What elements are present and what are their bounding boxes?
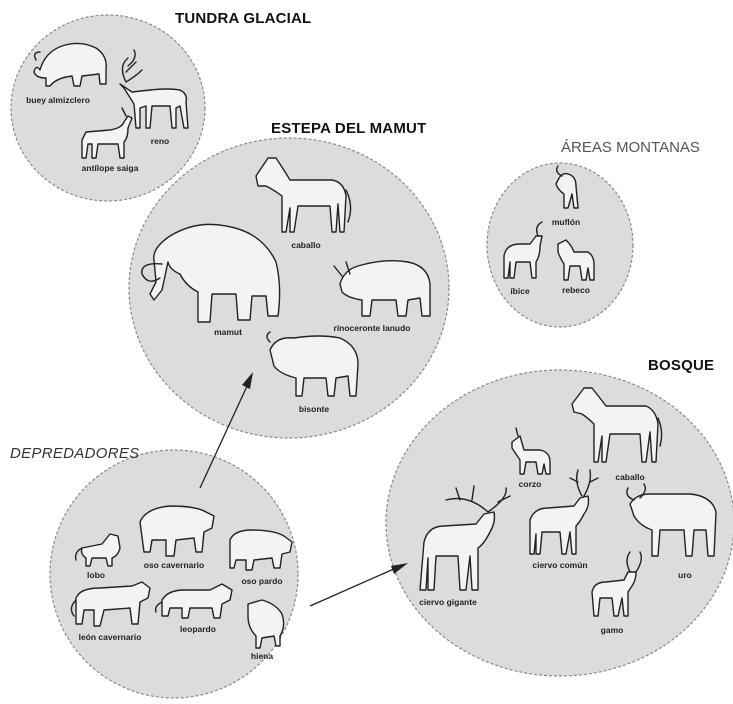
roe-deer-icon (511, 427, 551, 475)
aurochs-icon (626, 483, 717, 557)
arrow-depredadores-to-bosque (309, 563, 408, 607)
brown-bear-icon (229, 529, 293, 571)
label-rebeco: rebeco (562, 285, 590, 295)
label-ibice: íbice (510, 286, 530, 296)
wolf-icon (74, 533, 121, 567)
label-leon-cavernario: león cavernario (78, 632, 142, 642)
label-bisonte: bisonte (298, 404, 330, 414)
bison-icon (266, 331, 359, 397)
label-mamut: mamut (214, 327, 242, 337)
title-estepa-del-mamut: ESTEPA DEL MAMUT (271, 120, 427, 137)
reindeer-icon (119, 49, 189, 129)
label-uro: uro (678, 570, 692, 580)
label-ciervo-comun: ciervo común (532, 560, 588, 570)
arrow-depredadores-to-estepa (199, 372, 253, 489)
label-corzo: corzo (518, 479, 542, 489)
fallow-deer-icon (591, 551, 643, 617)
chamois-icon (557, 239, 595, 281)
label-caballo-bosque: caballo (615, 472, 645, 482)
label-reno: reno (150, 136, 170, 146)
label-leopardo: leopardo (180, 624, 216, 634)
label-caballo-estepa: caballo (291, 240, 321, 250)
label-muflon: muflón (551, 217, 581, 227)
leopard-icon (154, 583, 233, 619)
red-deer-icon (529, 469, 599, 555)
hyena-icon (247, 599, 285, 649)
label-lobo: lobo (87, 570, 105, 580)
label-gamo: gamo (600, 625, 624, 635)
giant-deer-icon (419, 485, 511, 591)
title-tundra-glacial: TUNDRA GLACIAL (175, 10, 312, 27)
region-depredadores (49, 449, 299, 699)
label-buey-almizclero: buey almizclero (26, 95, 90, 105)
mouflon-icon (555, 165, 579, 209)
title-depredadores: DEPREDADORES (10, 445, 140, 462)
label-hiena: hiena (250, 651, 274, 661)
title-areas-montanas: ÁREAS MONTANAS (561, 139, 700, 156)
woolly-rhino-icon (333, 259, 431, 317)
label-ciervo-gigante: ciervo gigante (419, 597, 477, 607)
label-rinoceronte-lanudo: rinoceronte lanudo (333, 323, 411, 333)
label-antilope-saiga: antílope saiga (81, 163, 139, 173)
cave-bear-icon (139, 505, 215, 557)
forest-horse-icon (571, 387, 663, 463)
label-oso-cavernario: oso cavernario (143, 560, 205, 570)
label-oso-pardo: oso pardo (241, 576, 283, 586)
title-bosque: BOSQUE (648, 357, 715, 374)
mammoth-icon (141, 223, 281, 323)
saiga-antelope-icon (81, 107, 133, 159)
musk-ox-icon (33, 42, 107, 87)
region-estepa-del-mamut (128, 137, 450, 439)
horse-icon (255, 157, 352, 233)
cave-lion-icon (70, 581, 151, 627)
ibex-icon (503, 221, 543, 279)
